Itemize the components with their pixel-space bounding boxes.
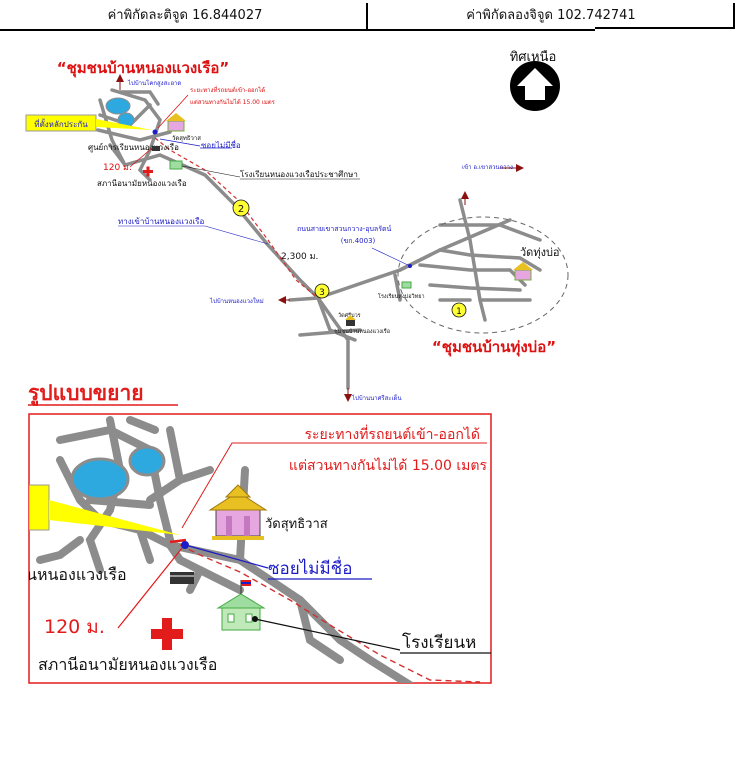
pond-icon bbox=[105, 97, 131, 115]
dist-2300-label: 2,300 ม. bbox=[281, 252, 318, 262]
enlarged-temple-icon bbox=[208, 484, 268, 540]
enlarged-learning-center-icon bbox=[170, 572, 194, 584]
enlarged-village-label: นหนองแวงเรือ bbox=[26, 565, 127, 584]
north-label: ทิศเหนือ bbox=[510, 49, 557, 65]
enlarged-dist-120-leader bbox=[117, 547, 183, 629]
tungbo-boundary bbox=[397, 216, 569, 334]
learning-center-label: ศูนย์การเรียนหนองแวงเรือ bbox=[88, 142, 179, 153]
enlarged-health-cross-icon bbox=[151, 618, 183, 650]
road-note-line2: แต่สวนทางกันไม่ได้ 15.00 เมตร bbox=[190, 98, 276, 106]
soi-label: ซอยไม่มีชื่อ bbox=[201, 139, 241, 150]
enlarged-collateral-point bbox=[181, 541, 189, 549]
svg-text:3: 3 bbox=[319, 288, 325, 298]
enlarged-school-icon bbox=[216, 580, 266, 631]
enlarged-temple-label: วัดสุทธิวาส bbox=[265, 517, 328, 532]
road-note-line1: ระยะทางที่รถยนต์เข้า-ออกได้ bbox=[190, 86, 265, 94]
enlarged-dist-120-label: 120 ม. bbox=[44, 616, 105, 638]
village-title: “ชุมชนบ้านหนองแวงเรือ” bbox=[57, 59, 230, 78]
marker-1: 1 bbox=[451, 302, 467, 318]
school-leader bbox=[181, 165, 241, 178]
enlarged-road-note-leader bbox=[181, 442, 487, 529]
school-icon bbox=[169, 160, 183, 170]
coordinate-border-bottom-right bbox=[595, 27, 735, 29]
village2-title: “ชุมชนบ้านทุ่งบ่อ” bbox=[432, 338, 556, 357]
longitude-label: ค่าพิกัดลองจิจูด 102.742741 bbox=[466, 8, 636, 23]
enlarged-collateral-box bbox=[29, 484, 50, 531]
to-nongsai-label: ไปบ้านหนองแวงใหม่ bbox=[209, 297, 264, 305]
overview-map: ทิศเหนือ “ชุมชนบ้านหนองแวงเรือ” “ชุมชนบ้… bbox=[25, 49, 569, 402]
school-tungbo-icon bbox=[401, 281, 412, 289]
temple-tungbo-icon bbox=[513, 262, 533, 281]
highway-label-line2: (ขก.4003) bbox=[341, 237, 376, 245]
enlarged-flag bbox=[169, 538, 187, 544]
enlarged-road-note-line2: แต่สวนทางกันไม่ได้ 15.00 เมตร bbox=[289, 457, 488, 474]
marker-3: 3 bbox=[314, 283, 330, 299]
learning-center-icon bbox=[152, 146, 160, 151]
enlarged-route-dashed-line bbox=[179, 544, 481, 683]
temple-icon bbox=[166, 113, 186, 132]
to-nong-kung-label: ไปบ้านโคกสูงสะอาด bbox=[127, 79, 181, 87]
direction-arrows bbox=[116, 74, 524, 402]
health-cross-icon bbox=[143, 166, 153, 177]
enlarged-map: ระยะทางที่รถยนต์เข้า-ออกได้ แต่สวนทางกัน… bbox=[26, 413, 492, 684]
enlarged-collateral-pointer bbox=[49, 500, 180, 535]
community-hall-label: ชุมชนบ้านหนองแวงเรือ bbox=[334, 328, 390, 335]
coordinate-bar: ค่าพิกัดละติจูด 16.844027 ค่าพิกัดลองจิจ… bbox=[0, 0, 737, 31]
svg-text:1: 1 bbox=[456, 307, 462, 317]
enlarged-soi-leader bbox=[188, 545, 269, 569]
latitude-label: ค่าพิกัดละติจูด 16.844027 bbox=[107, 8, 263, 23]
highway-label-line1: ถนนสายเขาสวนกวาง-อุบลรัตน์ bbox=[297, 225, 391, 233]
school-tungbo-label: โรงเรียนทุ่งบ่อวิทยา bbox=[378, 292, 425, 300]
overview-roads bbox=[96, 88, 542, 390]
svg-text:2: 2 bbox=[238, 204, 244, 215]
enlarged-soi-label: ซอยไม่มีชื่อ bbox=[268, 556, 352, 579]
temple-small-icon bbox=[345, 315, 356, 326]
enlarged-section-title: รูปแบบขยาย bbox=[28, 381, 144, 407]
temple-small-label: วัดศรีบวร bbox=[338, 312, 361, 319]
temple-tungbo-label: วัดทุ่งบ่อ bbox=[520, 246, 560, 259]
dist-120-leader bbox=[129, 147, 153, 168]
coordinate-divider bbox=[366, 3, 368, 29]
enlarged-roads bbox=[36, 416, 414, 683]
entrance-road-leader bbox=[204, 225, 269, 245]
entrance-road-label: ทางเข้าบ้านหนองแวงเรือ bbox=[118, 217, 204, 226]
road-note-leader bbox=[157, 94, 189, 129]
to-khao-suan-label: เข้า อ.เขาสวนกวาง bbox=[462, 164, 513, 171]
collateral-pointer bbox=[96, 119, 152, 130]
collateral-point bbox=[152, 129, 158, 135]
coordinate-border-right bbox=[733, 3, 735, 29]
pond-icon bbox=[70, 457, 130, 501]
enlarged-road-note-line1: ระยะทางที่รถยนต์เข้า-ออกได้ bbox=[305, 425, 480, 443]
enlarged-health-station-label: สภานีอนามัยหนองแวงเรือ bbox=[38, 655, 217, 674]
north-arrow-icon bbox=[510, 61, 560, 111]
highway-point bbox=[408, 264, 412, 268]
collateral-label: ที่ตั้งหลักประกัน bbox=[34, 118, 88, 129]
enlarged-school-leader bbox=[254, 618, 401, 651]
coordinate-border-bottom bbox=[0, 29, 595, 31]
health-station-label: สภานีอนามัยหนองแวงเรือ bbox=[97, 179, 187, 188]
soi-leader bbox=[159, 138, 201, 147]
marker-2: 2 bbox=[232, 199, 250, 217]
school-label: โรงเรียนหนองแวงเรือประชาศึกษา bbox=[240, 169, 358, 179]
to-nasri-label: ไปบ้านนาศรีสะเด็น bbox=[351, 393, 402, 402]
enlarged-school-label: โรงเรียนห bbox=[402, 632, 476, 653]
temple1-label: วัดสุทธิวาส bbox=[172, 135, 201, 142]
dist-120-label: 120 ม. bbox=[103, 163, 132, 173]
pond-icon bbox=[128, 445, 166, 477]
highway-leader bbox=[371, 247, 411, 267]
